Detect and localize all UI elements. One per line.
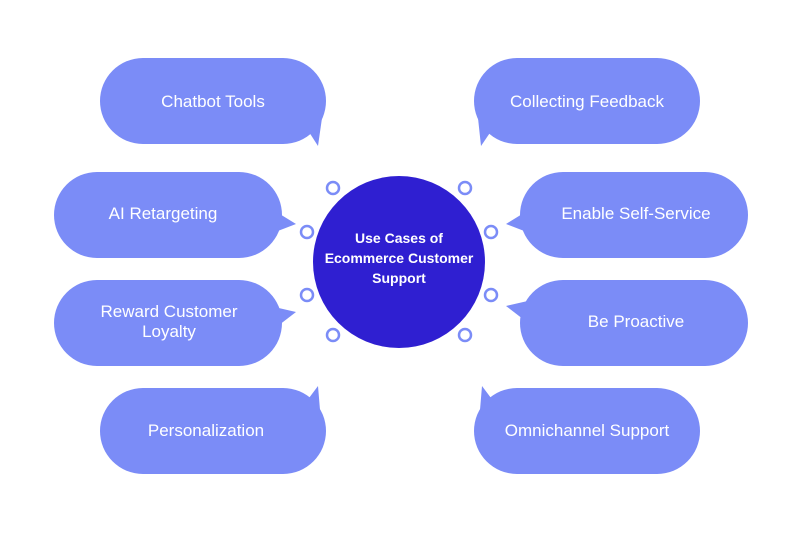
ring-mid-lower-right xyxy=(483,287,499,303)
bubble-label: AI Retargeting xyxy=(109,204,218,223)
ring-bottom-left xyxy=(325,327,341,343)
center-node: Use Cases of Ecommerce Customer Support xyxy=(313,176,485,348)
bubble-label: Chatbot Tools xyxy=(161,92,265,111)
center-title-line-3: Support xyxy=(372,270,426,286)
bubble-label: Be Proactive xyxy=(588,312,684,331)
bubble-label-line-2: Loyalty xyxy=(142,322,196,341)
bubble-label: Personalization xyxy=(148,421,264,440)
bubble-label-line-1: Reward Customer xyxy=(101,302,238,321)
bubble-label: Collecting Feedback xyxy=(510,92,665,111)
connector-rings xyxy=(299,180,499,343)
center-title-line-2: Ecommerce Customer xyxy=(325,250,474,266)
center-title-line-1: Use Cases of xyxy=(355,230,443,246)
ring-mid-lower-left xyxy=(299,287,315,303)
center-circle xyxy=(313,176,485,348)
ring-mid-upper-right xyxy=(483,224,499,240)
ring-top-left xyxy=(325,180,341,196)
bubble-chatbot-tools: Chatbot Tools xyxy=(100,58,326,146)
ring-top-right xyxy=(457,180,473,196)
bubble-enable-self-service: Enable Self-Service xyxy=(506,172,748,258)
bubble-label: Enable Self-Service xyxy=(561,204,710,223)
bubble-reward-customer-loyalty: Reward Customer Loyalty xyxy=(54,280,296,366)
bubble-label: Omnichannel Support xyxy=(505,421,670,440)
ring-mid-upper-left xyxy=(299,224,315,240)
bubble-ai-retargeting: AI Retargeting xyxy=(54,172,296,258)
bubble-collecting-feedback: Collecting Feedback xyxy=(474,58,700,146)
ring-bottom-right xyxy=(457,327,473,343)
bubble-omnichannel-support: Omnichannel Support xyxy=(474,386,700,474)
bubble-be-proactive: Be Proactive xyxy=(506,280,748,366)
bubble-personalization: Personalization xyxy=(100,386,326,474)
